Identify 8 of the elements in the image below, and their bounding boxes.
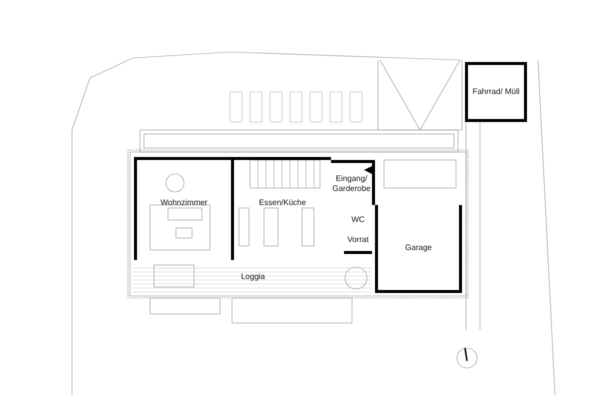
room: Loggia bbox=[134, 262, 372, 292]
room: Essen/Küche bbox=[231, 157, 331, 260]
room: Fahrrad/ Müll bbox=[465, 62, 527, 122]
room: Eingang/ Garderobe bbox=[331, 160, 375, 205]
room: WC bbox=[344, 212, 372, 228]
room: Garage bbox=[375, 205, 462, 293]
room: Vorrat bbox=[344, 228, 372, 254]
room: Wohnzimmer bbox=[134, 157, 231, 260]
